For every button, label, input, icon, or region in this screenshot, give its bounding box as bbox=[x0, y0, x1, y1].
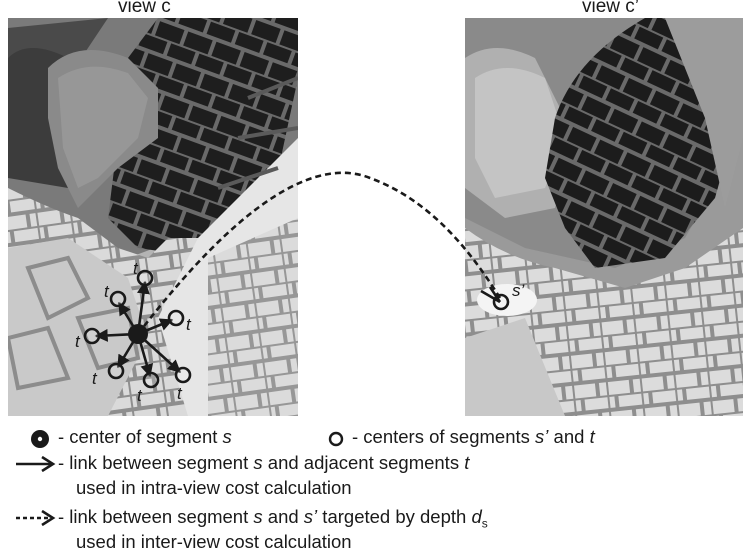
solid-center-icon bbox=[30, 429, 50, 449]
inter-view-link bbox=[138, 173, 500, 334]
legend-dlink-line2: used in inter-view cost calculation bbox=[76, 531, 352, 553]
legend-link-line1: - link between segment s and adjacent se… bbox=[58, 452, 469, 474]
legend-centers-st: - centers of segments s’ and t bbox=[352, 426, 595, 448]
t-label-5: t bbox=[92, 369, 98, 388]
s-prime-label: s’ bbox=[512, 281, 525, 300]
hollow-center-icon bbox=[328, 431, 344, 447]
t-label-4: t bbox=[75, 332, 81, 351]
t-label-3: t bbox=[186, 315, 192, 334]
t-center-1 bbox=[138, 271, 152, 285]
t-label-2: t bbox=[104, 282, 110, 301]
legend-center-s: - center of segment s bbox=[58, 426, 232, 448]
t-label-7: t bbox=[177, 384, 183, 403]
s-prime-center bbox=[494, 295, 508, 309]
t-center-4 bbox=[85, 329, 99, 343]
dashed-arrow-icon bbox=[14, 510, 56, 526]
t-center-3 bbox=[169, 311, 183, 325]
t-center-2 bbox=[111, 292, 125, 306]
s-center bbox=[128, 324, 148, 344]
t-label-6: t bbox=[137, 386, 143, 405]
t-center-5 bbox=[109, 364, 123, 378]
t-center-6 bbox=[144, 373, 158, 387]
legend-link-line2: used in intra-view cost calculation bbox=[76, 477, 352, 499]
solid-arrow-icon bbox=[14, 456, 56, 472]
t-center-7 bbox=[176, 368, 190, 382]
